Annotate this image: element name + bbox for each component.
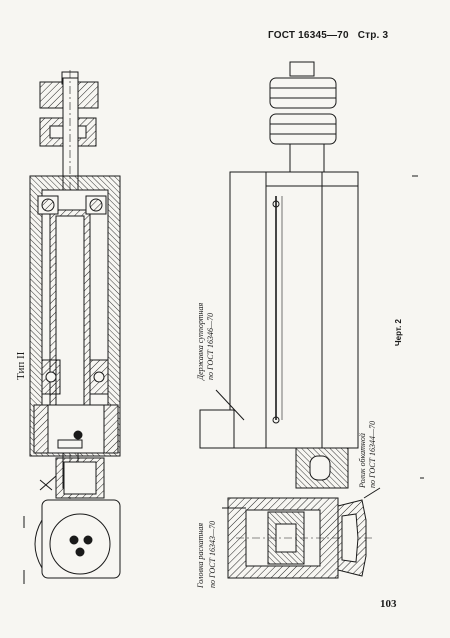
roller-label-line1: Ролик обкатной	[358, 433, 367, 488]
right-assembly-drawing	[23, 61, 424, 584]
holder-label-line2: по ГОСТ 16346—70	[206, 312, 215, 380]
type-label: Тип II	[15, 351, 27, 380]
header-standard: ГОСТ 16345—70	[268, 30, 349, 41]
head-label-line1: Головка раскатная	[196, 522, 205, 588]
page-header: ГОСТ 16345—70 Стр. 3	[268, 30, 394, 41]
head-label-line2: по ГОСТ 16343—70	[208, 520, 217, 588]
figure-label: Черт. 2	[394, 319, 403, 346]
header-page-label: Стр. 3	[357, 30, 389, 41]
left-section-drawing	[29, 70, 121, 579]
page-number: 103	[380, 598, 397, 610]
roller-label-line2: по ГОСТ 16344—70	[368, 420, 377, 488]
holder-label-line1: Державка суппортная	[196, 302, 205, 380]
